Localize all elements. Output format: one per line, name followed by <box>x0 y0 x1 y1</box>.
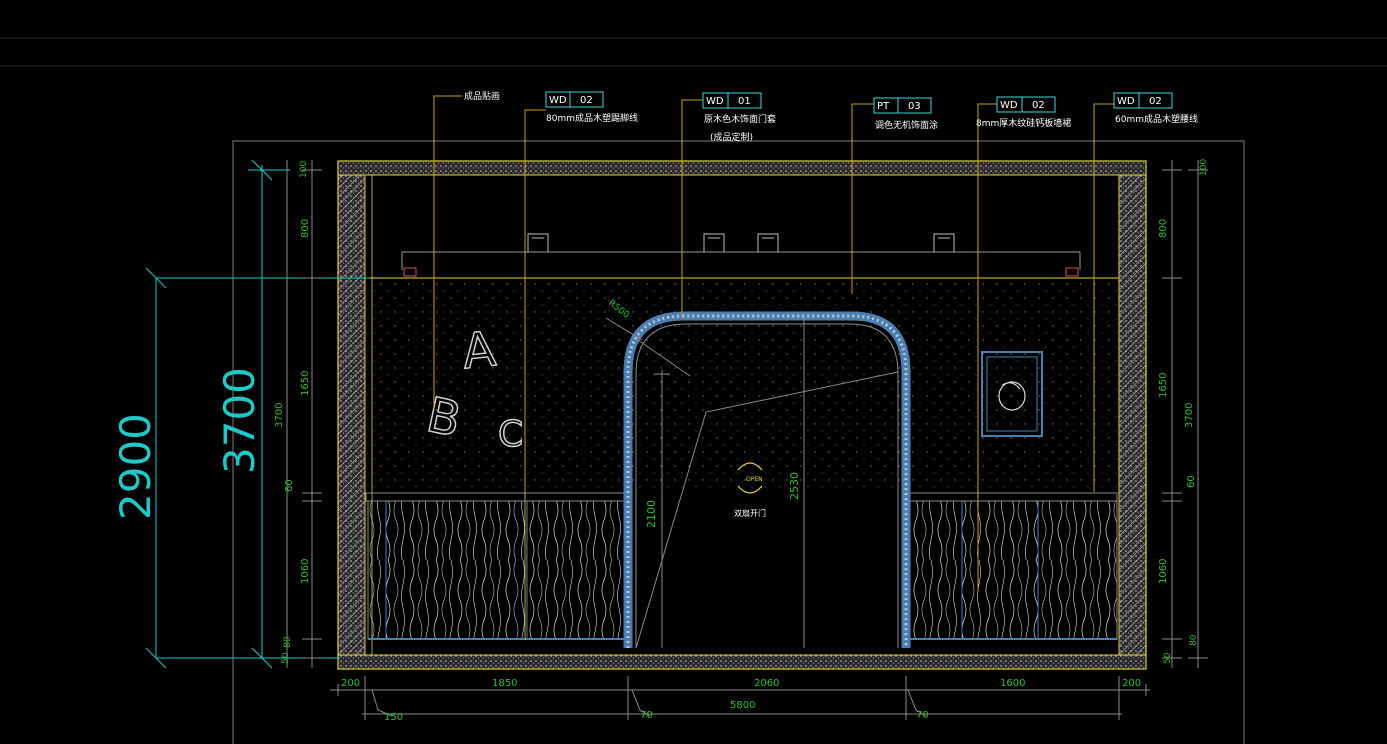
painted-wall <box>372 279 1118 493</box>
left-dim-1650: 1650 <box>300 371 311 396</box>
door-note: 双扇开门 <box>734 508 766 518</box>
bottom-dim-2060: 2060 <box>754 678 779 689</box>
left-dim-3700: 3700 <box>274 403 285 428</box>
callout-3-num: 01 <box>738 96 751 107</box>
bottom-dim-70b: 70 <box>916 710 929 721</box>
callout-4-tag: PT 03 <box>873 97 932 114</box>
callout-6-tag: WD 02 <box>1113 92 1173 109</box>
callout-1-text: 成品贴画 <box>464 90 500 102</box>
left-dim-bottom2: 80 <box>283 636 293 648</box>
door-open-symbol: OPEN 双扇开门 <box>734 462 766 518</box>
callout-3-text2: (成品定制) <box>710 131 753 143</box>
callout-2-text: 80mm成品木塑踢脚线 <box>546 112 638 124</box>
wainscot-right <box>909 492 1118 640</box>
bottom-dim-70a: 70 <box>640 710 653 721</box>
right-dim-60: 60 <box>1186 475 1197 488</box>
callout-6-num: 02 <box>1149 96 1162 107</box>
callout-3-text: 原木色木饰面门套 <box>704 113 776 125</box>
bottom-dim-left: 200 <box>341 678 360 689</box>
callout-6-code: WD <box>1117 96 1135 107</box>
right-dim-top: 100 <box>1199 159 1209 176</box>
decor-letter-c: C <box>498 414 523 455</box>
right-dim-3700: 3700 <box>1184 403 1195 428</box>
right-dim-lines <box>1162 160 1208 668</box>
callout-3-code: WD <box>706 96 724 107</box>
left-dim-60: 60 <box>284 479 295 492</box>
right-dim-800: 800 <box>1158 219 1169 238</box>
callout-5-tag: WD 02 <box>996 96 1056 113</box>
callout-3-tag: WD 01 <box>702 92 762 109</box>
callout-5-num: 02 <box>1032 100 1045 111</box>
left-small-dim-lines <box>286 160 322 668</box>
ceiling-brackets <box>527 233 955 252</box>
callout-2-num: 02 <box>580 95 593 106</box>
door-open-label: OPEN <box>746 476 763 483</box>
callout-2-tag: WD 02 <box>545 91 604 108</box>
dim-3700-big: 3700 <box>215 367 264 474</box>
callout-leaders <box>433 95 1114 640</box>
callout-4-text: 调色无机饰面涂 <box>875 119 938 131</box>
right-dim-1650: 1650 <box>1158 373 1169 398</box>
wainscot-left <box>365 492 627 640</box>
framed-picture <box>981 351 1043 437</box>
sheet-border <box>232 140 1245 744</box>
right-dim-bottom2: 80 <box>1189 634 1199 646</box>
left-dim-top: 100 <box>299 161 309 178</box>
callout-6-text: 60mm成品木塑腰线 <box>1115 113 1198 125</box>
bottom-dim-1850: 1850 <box>492 678 517 689</box>
callout-4-code: PT <box>877 101 890 112</box>
callout-2-code: WD <box>549 95 567 106</box>
callout-5-code: WD <box>1000 100 1018 111</box>
door-height-1: 2100 <box>645 500 658 528</box>
left-dim-800: 800 <box>300 219 311 238</box>
door-height-dims <box>654 318 805 648</box>
bottom-dim-5800: 5800 <box>730 700 755 711</box>
bottom-dim-150: 150 <box>384 712 403 723</box>
door-height-2: 2530 <box>788 472 801 500</box>
callout-5-text: 8mm厚木纹硅钙板墙裙 <box>976 117 1071 129</box>
bottom-dim-lines <box>330 676 1150 720</box>
callout-4-num: 03 <box>908 101 921 112</box>
left-dim-bottom: 50 <box>281 652 291 664</box>
decor-letter-a: A <box>460 321 499 380</box>
left-dim-1060: 1060 <box>300 559 311 584</box>
bottom-dim-right: 200 <box>1122 678 1141 689</box>
right-dim-1060: 1060 <box>1158 559 1169 584</box>
ceiling-light-trough <box>365 251 1119 279</box>
bottom-dim-1600: 1600 <box>1000 678 1025 689</box>
dim-2900: 2900 <box>111 413 160 520</box>
right-dim-bottom: 50 <box>1163 652 1173 664</box>
